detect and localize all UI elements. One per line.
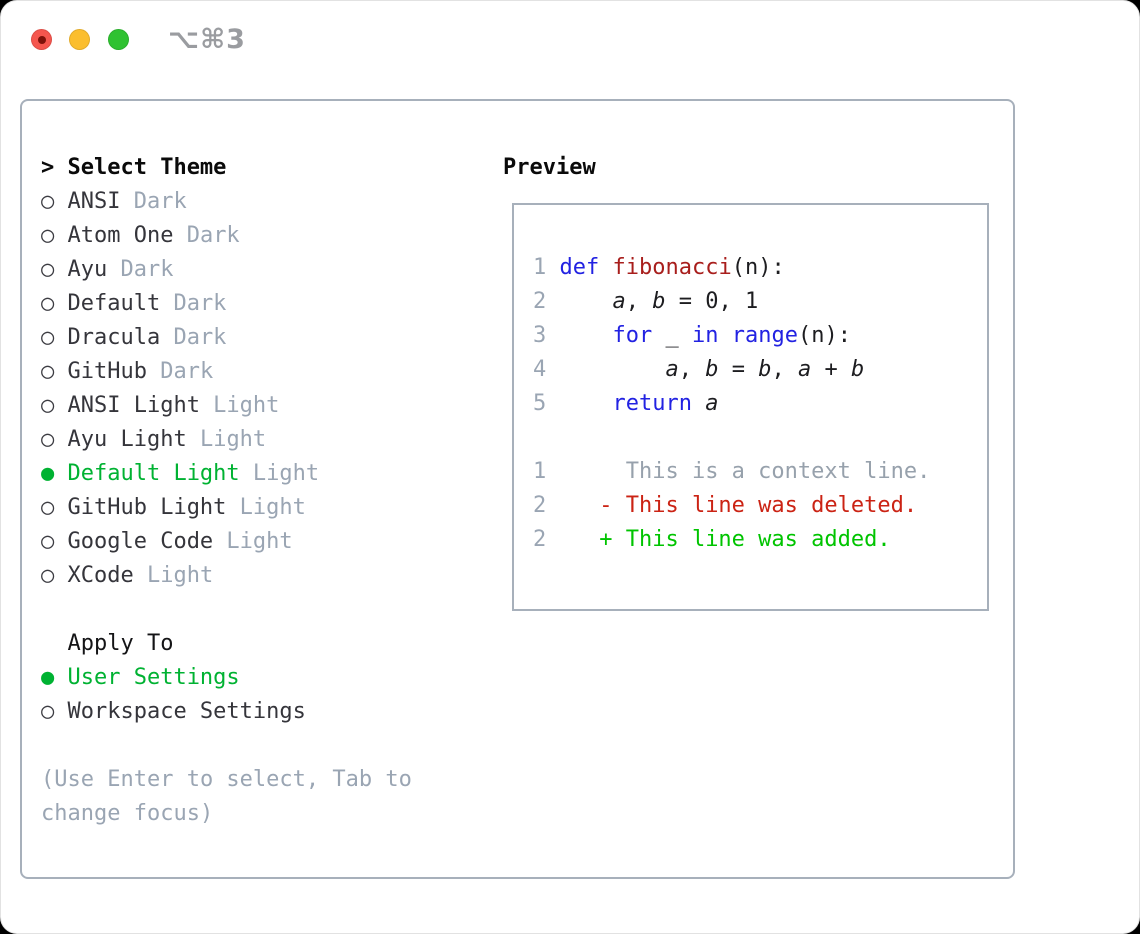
theme-option-default-light[interactable]: ●Default Light Light	[41, 461, 320, 486]
theme-option-xcode[interactable]: ○XCode Light	[41, 563, 214, 588]
diff-line: 2 - This line was deleted.	[533, 493, 918, 518]
hint-text: (Use Enter to select, Tab to change focu…	[41, 767, 412, 826]
theme-option-ayu-light[interactable]: ○Ayu Light Light	[41, 427, 267, 452]
theme-option-ansi-dark[interactable]: ○ANSI Dark	[41, 189, 187, 214]
spacer	[41, 729, 471, 763]
select-theme-label: Select Theme	[67, 155, 227, 180]
theme-list: ○ANSI Dark ○Atom One Dark ○Ayu Dark ○Defaul…	[41, 185, 471, 593]
diff-line: 2 + This line was added.	[533, 527, 891, 552]
theme-option-github-light[interactable]: ○GitHub Light Light	[41, 495, 306, 520]
theme-option-github-dark[interactable]: ○GitHub Dark	[41, 359, 214, 384]
window-title: ⌥⌘3	[168, 24, 246, 55]
code-line: 5 return a	[533, 391, 719, 416]
theme-option-ansi-light[interactable]: ○ANSI Light Light	[41, 393, 280, 418]
close-button[interactable]	[31, 29, 52, 50]
minimize-button[interactable]	[69, 29, 90, 50]
code-preview: 1 def fibonacci(n): 2 a, b = 0, 1 3 for _ …	[533, 251, 987, 421]
apply-to-label: Apply To	[67, 631, 174, 656]
code-line: 4 a, b = b, a + b	[533, 357, 865, 382]
apply-option-user-settings[interactable]: ●User Settings	[41, 665, 240, 690]
theme-option-google-code[interactable]: ○Google Code Light	[41, 529, 293, 554]
code-line: 1 def fibonacci(n):	[533, 255, 785, 280]
apply-option-workspace-settings[interactable]: ○Workspace Settings	[41, 699, 306, 724]
preview-box: 1 def fibonacci(n): 2 a, b = 0, 1 3 for _ …	[512, 203, 989, 611]
apply-to-header: Apply To	[41, 627, 471, 661]
preview-column: Preview 1 def fibonacci(n): 2 a, b = 0, 1…	[503, 151, 989, 611]
code-line: 3 for _ in range(n):	[533, 323, 851, 348]
close-dot-icon	[37, 35, 46, 44]
theme-option-ayu-dark[interactable]: ○Ayu Dark	[41, 257, 174, 282]
theme-option-dracula-dark[interactable]: ○Dracula Dark	[41, 325, 227, 350]
spacer	[533, 421, 987, 455]
spacer	[41, 593, 471, 627]
preview-header: Preview	[503, 151, 989, 185]
maximize-button[interactable]	[108, 29, 129, 50]
preview-label: Preview	[503, 155, 596, 180]
select-theme-header: > Select Theme	[41, 151, 471, 185]
diff-line: 1 This is a context line.	[533, 459, 931, 484]
theme-option-atom-one-dark[interactable]: ○Atom One Dark	[41, 223, 240, 248]
theme-selector-panel: >Select Theme ○ANSI Dark○Atom One Dark○A…	[20, 99, 1015, 879]
diff-preview: 1 This is a context line. 2 - This line w…	[533, 455, 987, 557]
theme-selector-column: >Select Theme ○ANSI Dark○Atom One Dark○A…	[41, 151, 471, 831]
theme-option-default-dark[interactable]: ○Default Dark	[41, 291, 227, 316]
code-line: 2 a, b = 0, 1	[533, 289, 759, 314]
cursor-icon: >	[41, 155, 55, 180]
apply-to-list: ●User Settings ○Workspace Settings	[41, 661, 471, 729]
